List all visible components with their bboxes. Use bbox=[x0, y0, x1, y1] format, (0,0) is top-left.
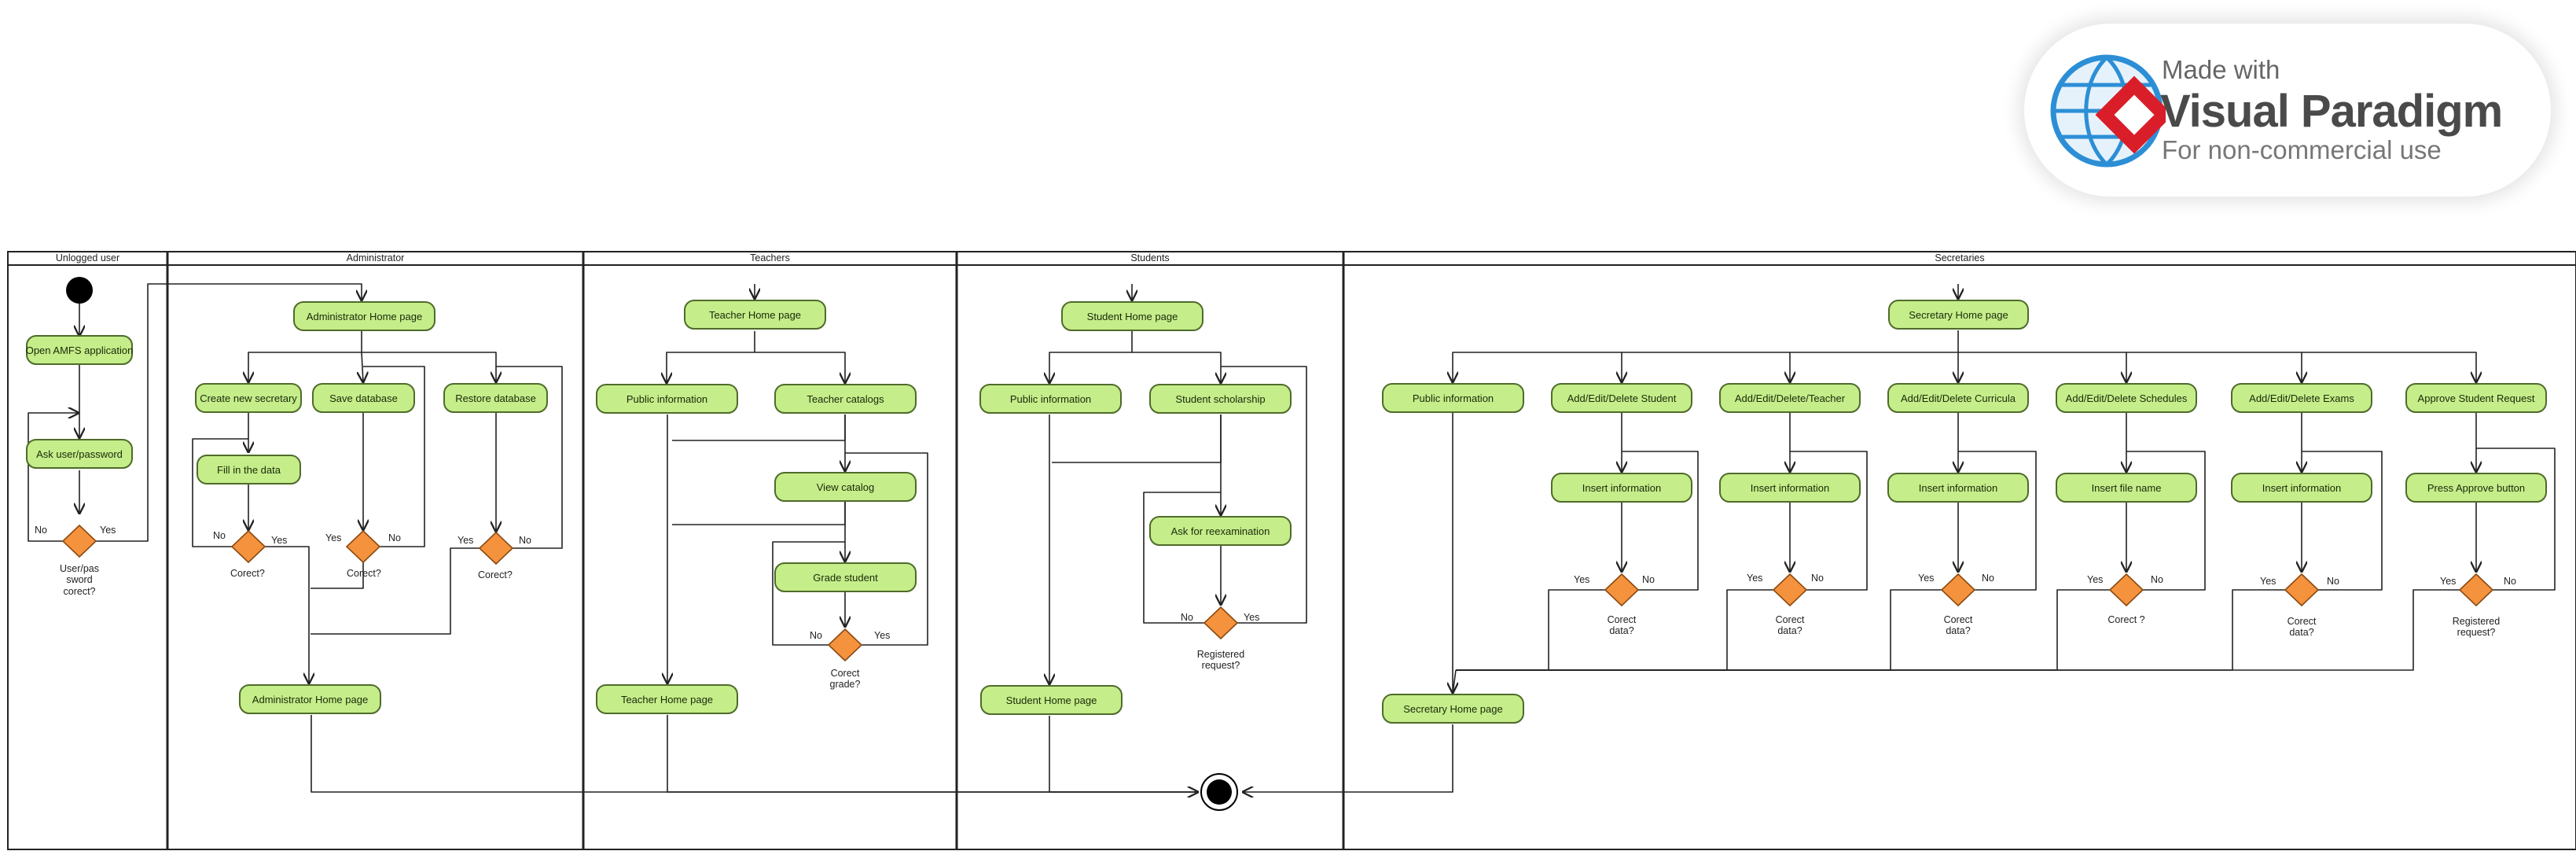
label-no: No bbox=[1642, 574, 1655, 585]
watermark-brand: Visual Paradigm bbox=[2160, 86, 2503, 137]
label-no: No bbox=[810, 630, 822, 641]
decision-sec-3 bbox=[1940, 573, 1976, 607]
label-yes: Yes bbox=[100, 525, 116, 536]
watermark-made-with: Made with bbox=[2162, 55, 2280, 84]
final-node bbox=[1200, 773, 1238, 811]
globe-logo-icon bbox=[2050, 54, 2166, 168]
action-student-home-bottom[interactable]: Student Home page bbox=[980, 685, 1123, 715]
decision-sec-4 bbox=[2108, 573, 2144, 607]
label-yes: Yes bbox=[2087, 574, 2104, 585]
label-yes: Yes bbox=[1574, 574, 1590, 585]
decision-admin-create bbox=[230, 529, 266, 564]
decision-label-admin-save: Corect? bbox=[347, 568, 381, 579]
decision-sec-5 bbox=[2284, 573, 2320, 607]
decision-sec-2 bbox=[1772, 573, 1808, 607]
swimlane-frame bbox=[7, 251, 2576, 850]
decision-label-sec-2: Corect data? bbox=[1775, 614, 1805, 637]
label-yes: Yes bbox=[2260, 576, 2277, 587]
connectors bbox=[28, 283, 2556, 792]
initial-node bbox=[66, 277, 93, 304]
decision-teacher-grade bbox=[827, 628, 863, 662]
decision-label-student-request: Registered request? bbox=[1196, 649, 1245, 672]
decision-label-sec-4: Corect ? bbox=[2107, 614, 2145, 625]
action-secretary-public-info[interactable]: Public information bbox=[1382, 383, 1524, 413]
decision-admin-save bbox=[345, 529, 381, 564]
decision-label-admin-restore: Corect? bbox=[478, 569, 513, 580]
label-no: No bbox=[519, 535, 531, 546]
action-sec-branch-3-top[interactable]: Add/Edit/Delete Curricula bbox=[1887, 383, 2029, 413]
label-yes: Yes bbox=[2440, 576, 2457, 587]
action-sec-branch-4-mid[interactable]: Insert file name bbox=[2056, 473, 2197, 503]
decision-label-sec-5: Corect data? bbox=[2287, 616, 2317, 639]
action-sec-branch-4-top[interactable]: Add/Edit/Delete Schedules bbox=[2056, 383, 2197, 413]
decision-label-admin-create: Corect? bbox=[230, 568, 265, 579]
label-yes: Yes bbox=[271, 535, 288, 546]
action-open-app[interactable]: Open AMFS application bbox=[26, 335, 133, 365]
action-create-secretary[interactable]: Create new secretary bbox=[195, 383, 302, 413]
decision-sec-6 bbox=[2458, 573, 2494, 607]
decision-label-teacher-grade: Corect grade? bbox=[829, 668, 861, 691]
label-no: No bbox=[1982, 573, 1994, 584]
action-student-scholarship[interactable]: Student scholarship bbox=[1149, 384, 1292, 414]
action-sec-branch-6-mid[interactable]: Press Approve button bbox=[2405, 473, 2547, 503]
action-secretary-home-top[interactable]: Secretary Home page bbox=[1888, 300, 2029, 330]
decision-admin-restore bbox=[478, 531, 514, 565]
lane-title-students: Students bbox=[1130, 252, 1170, 263]
action-sec-branch-2-top[interactable]: Add/Edit/Delete/Teacher bbox=[1719, 383, 1861, 413]
action-sec-branch-3-mid[interactable]: Insert information bbox=[1887, 473, 2029, 503]
decision-label-sec-6: Registered request? bbox=[2452, 616, 2501, 639]
action-sec-branch-5-top[interactable]: Add/Edit/Delete Exams bbox=[2231, 383, 2372, 413]
action-sec-branch-2-mid[interactable]: Insert information bbox=[1719, 473, 1861, 503]
decision-nodes bbox=[61, 524, 2494, 662]
label-yes: Yes bbox=[874, 630, 891, 641]
action-grade-student[interactable]: Grade student bbox=[774, 562, 917, 592]
action-admin-home-top[interactable]: Administrator Home page bbox=[293, 301, 435, 331]
action-student-home-top[interactable]: Student Home page bbox=[1061, 301, 1203, 331]
label-yes: Yes bbox=[1747, 573, 1763, 584]
watermark-subtitle: For non-commercial use bbox=[2162, 135, 2442, 164]
action-sec-branch-1-top[interactable]: Add/Edit/Delete Student bbox=[1551, 383, 1692, 413]
action-sec-branch-1-mid[interactable]: Insert information bbox=[1551, 473, 1692, 503]
label-no: No bbox=[35, 525, 47, 536]
action-teacher-public-info[interactable]: Public information bbox=[596, 384, 738, 414]
lane-title-unlogged: Unlogged user bbox=[55, 252, 120, 263]
action-teacher-home-top[interactable]: Teacher Home page bbox=[684, 300, 826, 330]
action-restore-database[interactable]: Restore database bbox=[443, 383, 548, 413]
label-no: No bbox=[388, 532, 401, 543]
lane-title-administrator: Administrator bbox=[346, 252, 405, 263]
visual-paradigm-watermark: Made with Visual Paradigm For non-commer… bbox=[2024, 24, 2551, 197]
action-sec-branch-5-mid[interactable]: Insert information bbox=[2231, 473, 2372, 503]
lane-title-secretaries: Secretaries bbox=[1935, 252, 1985, 263]
decision-student-request bbox=[1203, 606, 1239, 640]
action-view-catalog[interactable]: View catalog bbox=[774, 472, 917, 502]
lane-title-teachers: Teachers bbox=[750, 252, 790, 263]
action-ask-reexamination[interactable]: Ask for reexamination bbox=[1149, 516, 1292, 546]
decision-label-sec-3: Corect data? bbox=[1943, 614, 1973, 637]
label-no: No bbox=[2151, 574, 2163, 585]
action-sec-branch-6-top[interactable]: Approve Student Request bbox=[2405, 383, 2547, 413]
label-yes: Yes bbox=[325, 532, 342, 543]
action-ask-user-password[interactable]: Ask user/password bbox=[26, 439, 133, 469]
action-save-database[interactable]: Save database bbox=[312, 383, 415, 413]
label-yes: Yes bbox=[458, 535, 474, 546]
decision-user-password bbox=[61, 524, 97, 558]
decision-label-sec-1: Corect data? bbox=[1607, 614, 1637, 637]
label-yes: Yes bbox=[1244, 612, 1260, 623]
decision-label-user-password: User/pas sword corect? bbox=[59, 563, 100, 597]
decision-sec-1 bbox=[1604, 573, 1640, 607]
label-no: No bbox=[213, 530, 226, 541]
label-no: No bbox=[1181, 612, 1193, 623]
action-admin-home-bottom[interactable]: Administrator Home page bbox=[239, 684, 381, 714]
label-no: No bbox=[2327, 576, 2339, 587]
action-secretary-home-bottom[interactable]: Secretary Home page bbox=[1382, 694, 1524, 724]
label-no: No bbox=[2504, 576, 2516, 587]
label-no: No bbox=[1811, 573, 1824, 584]
action-teacher-catalogs[interactable]: Teacher catalogs bbox=[774, 384, 917, 414]
action-fill-data[interactable]: Fill in the data bbox=[197, 455, 301, 484]
action-student-public-info[interactable]: Public information bbox=[979, 384, 1122, 414]
label-yes: Yes bbox=[1918, 573, 1935, 584]
action-teacher-home-bottom[interactable]: Teacher Home page bbox=[596, 684, 738, 714]
